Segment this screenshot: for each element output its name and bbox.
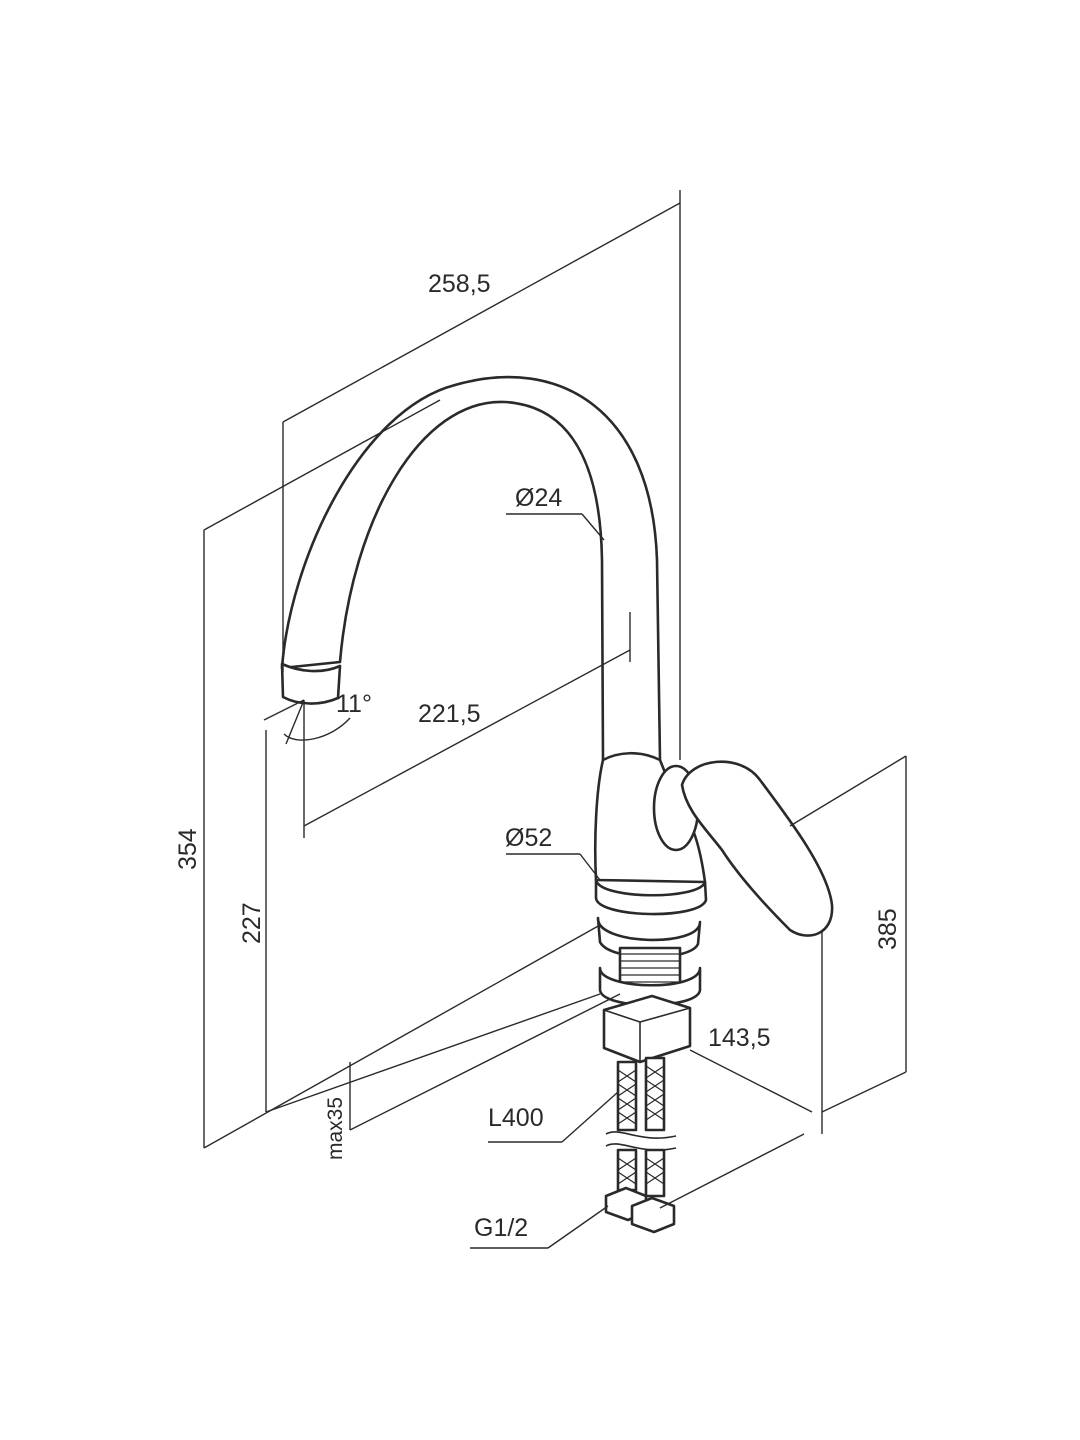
lock-nut	[602, 994, 692, 1064]
lower-washer	[598, 966, 702, 1007]
hose-length-label: L400	[488, 1104, 544, 1132]
spout-diameter-label: Ø24	[515, 484, 562, 512]
lever-handle	[680, 760, 834, 937]
faucet-outline	[280, 375, 834, 1234]
max-thickness-label: max35	[324, 1097, 347, 1160]
spout-reach-label: 221,5	[418, 700, 481, 728]
spout	[280, 375, 662, 762]
total-height-label: 354	[174, 828, 202, 870]
total-reach-label: 258,5	[428, 270, 491, 298]
handle-height-label: 385	[874, 908, 902, 950]
spout-tip	[280, 662, 342, 705]
connection-label: G1/2	[474, 1214, 528, 1242]
base-depth-label: 143,5	[708, 1024, 771, 1052]
threaded-shank	[618, 946, 682, 990]
dimension-lines	[203, 190, 907, 1249]
flexible-hoses	[605, 1056, 677, 1198]
spout-height-label: 227	[238, 902, 266, 944]
upper-washer	[594, 878, 708, 916]
body-diameter-label: Ø52	[505, 824, 552, 852]
spout-angle-label: 11°	[336, 690, 372, 718]
dimension-labels: 258,5 Ø24 11° 221,5 354 227 Ø52 385 143,…	[174, 270, 902, 1242]
